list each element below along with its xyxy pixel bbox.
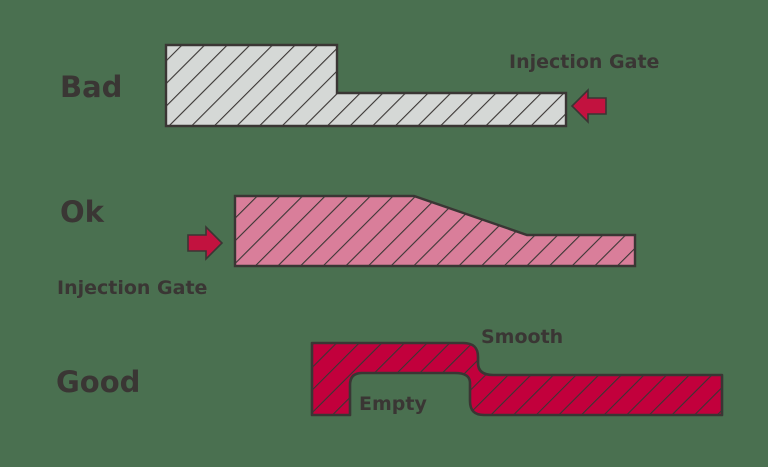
callout-empty: Empty <box>359 393 427 415</box>
part-cross-section-good <box>310 341 724 417</box>
row-bad: Bad Injection Gate <box>60 43 659 128</box>
callout-injection-gate-ok: Injection Gate <box>57 277 207 299</box>
row-label-bad: Bad <box>60 70 122 104</box>
row-good: Good Smooth Empty <box>56 326 724 417</box>
callout-smooth: Smooth <box>481 326 563 348</box>
part-cross-section-bad <box>164 43 568 128</box>
injection-gate-arrow-bad <box>570 88 607 124</box>
part-cross-section-ok <box>233 194 637 268</box>
row-label-ok: Ok <box>60 195 105 229</box>
injection-gate-arrow-ok <box>187 225 224 261</box>
row-ok: Ok Injection Gate <box>57 194 637 299</box>
callout-injection-gate-bad: Injection Gate <box>509 51 659 73</box>
row-label-good: Good <box>56 365 140 399</box>
